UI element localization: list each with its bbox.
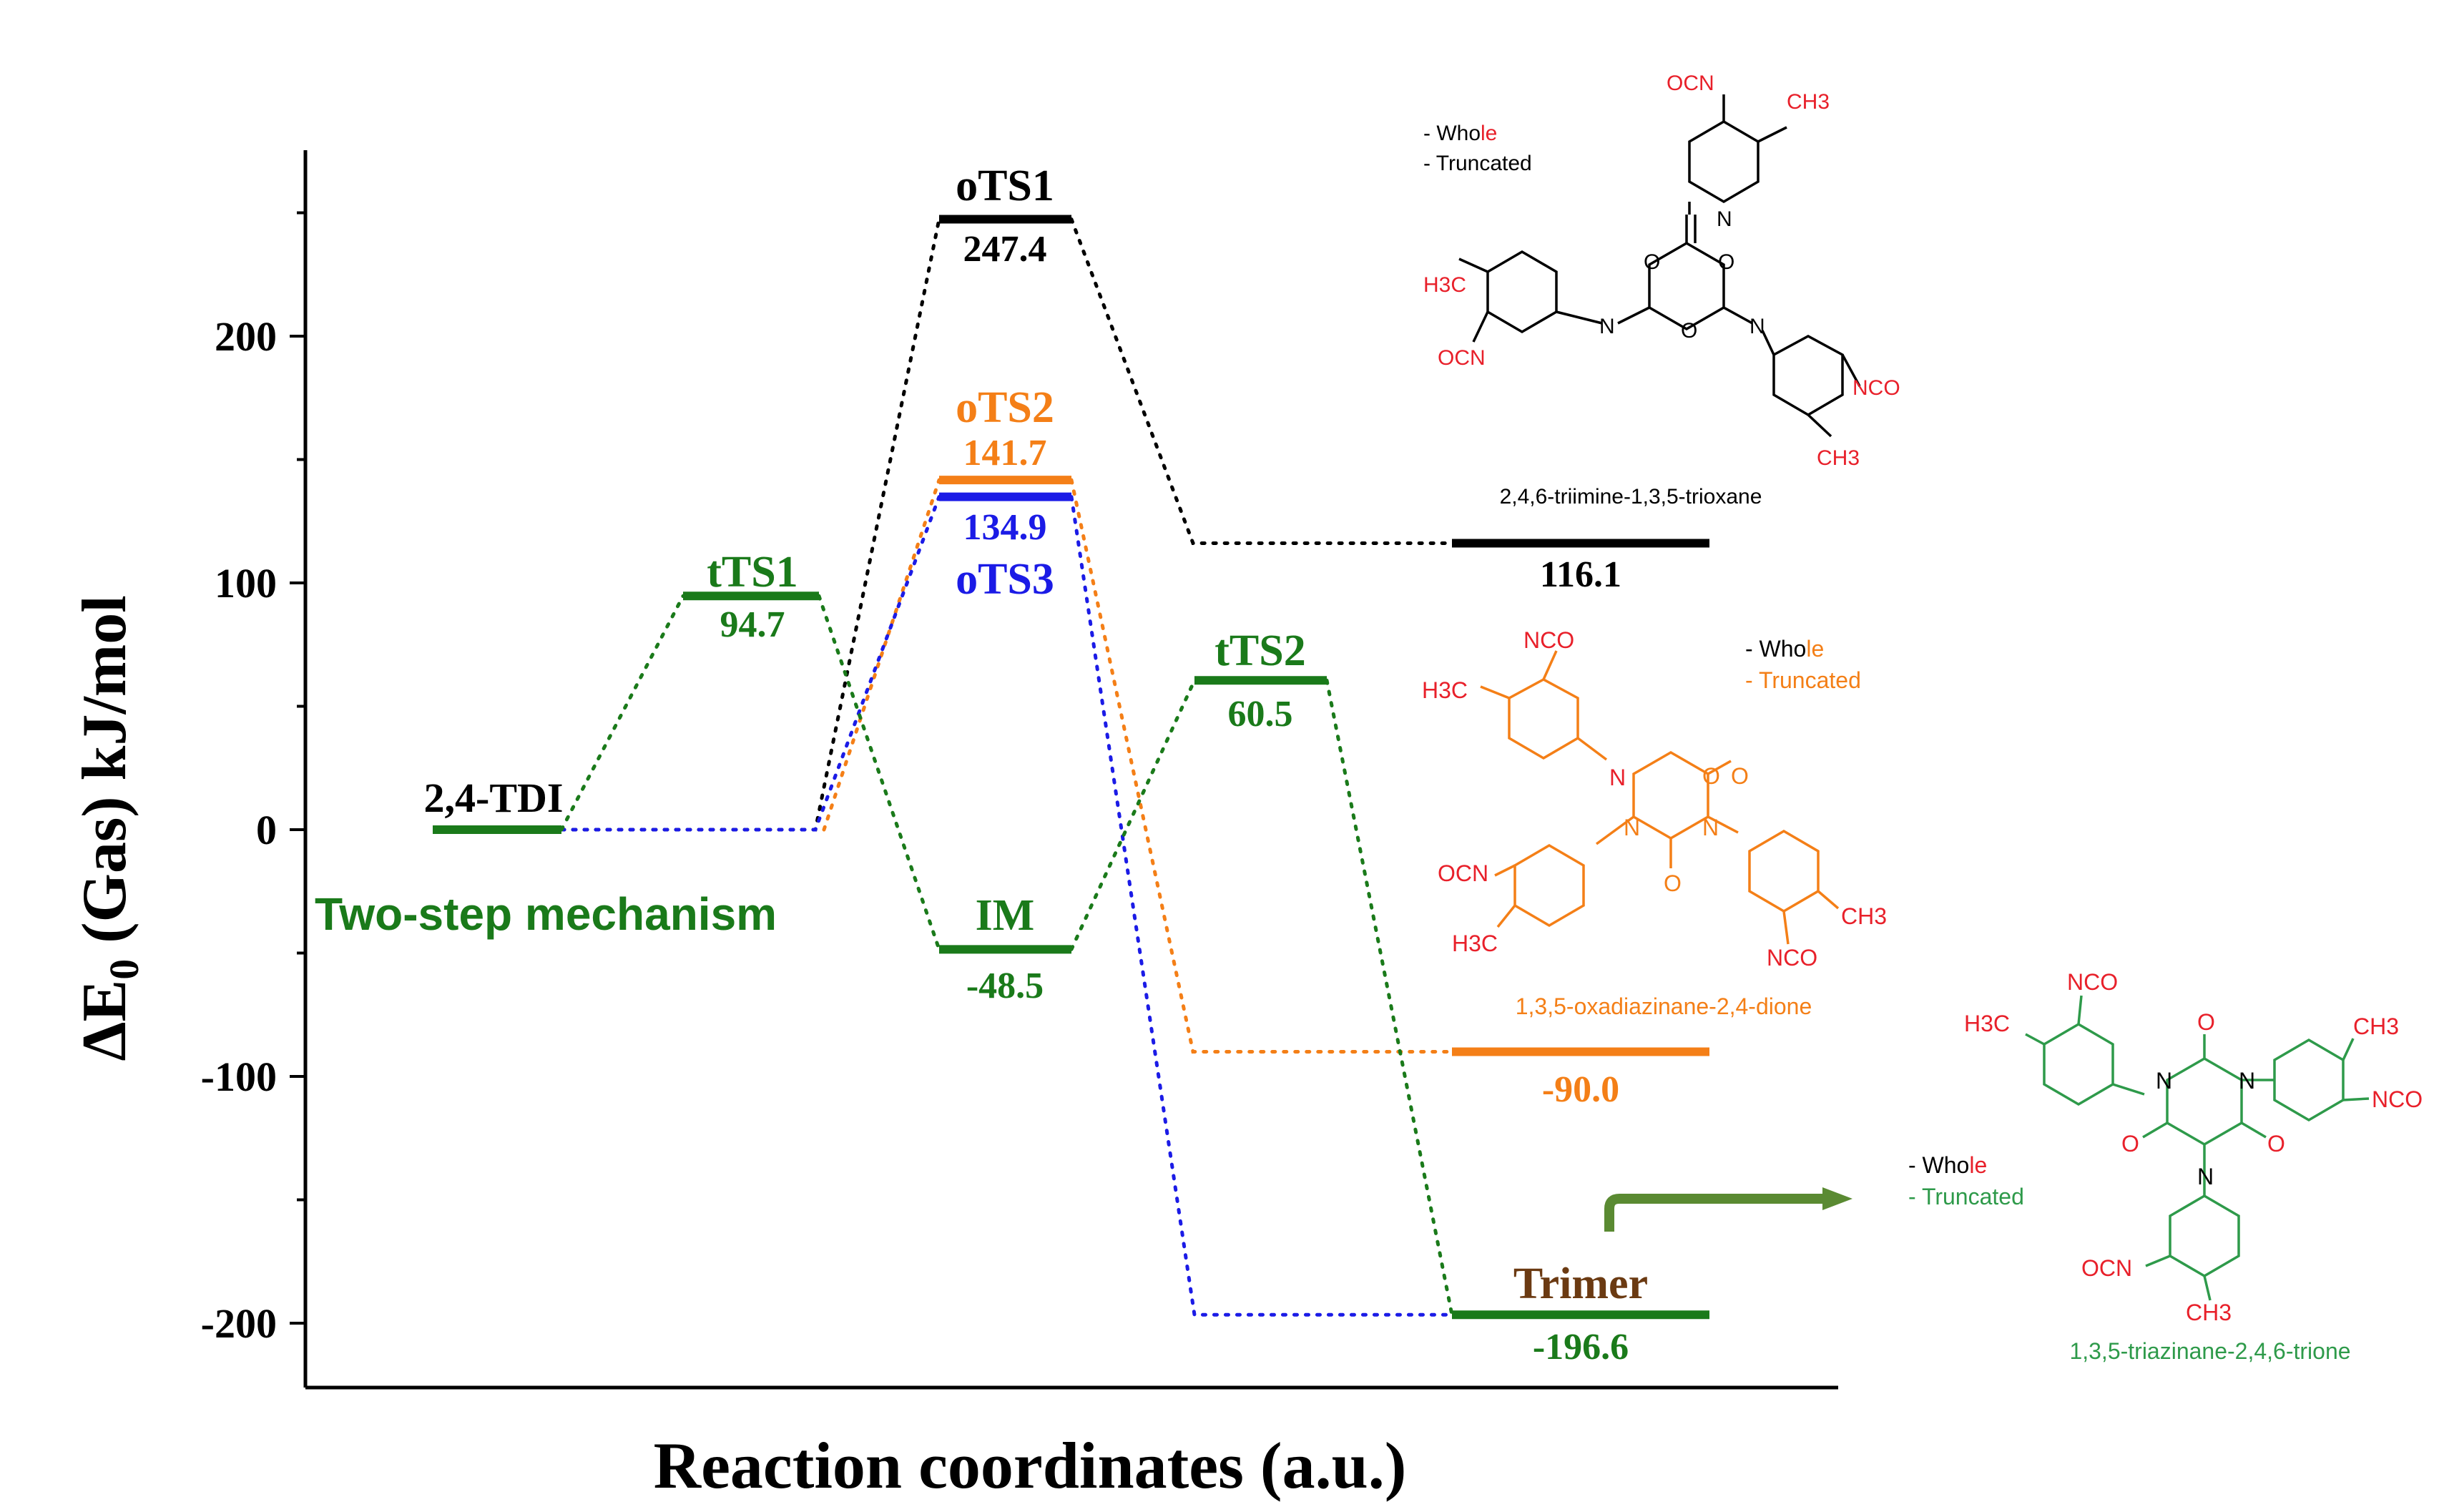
level-value-ots1: 247.4	[963, 229, 1047, 270]
oxadiazinane-name: 1,3,5-oxadiazinane-2,4-dione	[1516, 993, 1812, 1019]
trimer-pointer-arrow	[1604, 1187, 1852, 1232]
svg-text:N: N	[1609, 765, 1626, 790]
connector-orange-1	[822, 478, 941, 832]
connector-black-2	[1069, 217, 1454, 545]
y-axis-label-delta: ΔE	[70, 980, 139, 1061]
level-name-tdi: 2,4-TDI	[424, 775, 564, 821]
svg-text:N: N	[2239, 1068, 2255, 1094]
triazinane-structure: - Whole - Truncated O N	[1908, 969, 2423, 1364]
connector-lines	[559, 217, 1454, 1317]
oxadiazinane-legend-truncated: - Truncated	[1745, 667, 1861, 693]
y-tick-label: 0	[256, 807, 277, 853]
level-value-tts2: 60.5	[1228, 694, 1293, 735]
level-value-ots2: 141.7	[963, 433, 1047, 473]
connector-black-1	[559, 217, 941, 832]
level-value-im: -48.5	[966, 966, 1044, 1006]
trioxane-bonds	[1458, 94, 1861, 438]
svg-text:OCN: OCN	[1667, 72, 1714, 95]
svg-text:O: O	[1664, 870, 1682, 896]
connector-blue-2	[1069, 495, 1454, 1317]
mechanism-label: Two-step mechanism	[315, 888, 777, 940]
connector-green-1	[559, 594, 685, 832]
y-tick-label: 200	[215, 313, 277, 360]
svg-text:CH3: CH3	[2353, 1013, 2399, 1039]
svg-text:N: N	[2197, 1164, 2214, 1189]
connector-green-4	[1325, 678, 1454, 1317]
trioxane-legend-whole: - Whole	[1423, 122, 1497, 145]
triazinane-bonds	[2025, 995, 2370, 1301]
y-tick-label: -200	[201, 1300, 277, 1347]
trioxane-atoms: N O O O N N OCN CH3 H3C OCN NCO CH3	[1423, 72, 1900, 470]
trioxane-structure: - Whole - Truncated N	[1423, 72, 1900, 509]
svg-text:O: O	[2197, 1009, 2215, 1035]
svg-text:N: N	[2156, 1068, 2172, 1094]
svg-text:O: O	[1702, 763, 1720, 789]
oxadiazinane-legend-whole: - Whole	[1745, 636, 1824, 662]
svg-text:H3C: H3C	[1422, 677, 1468, 703]
triazinane-legend-whole: - Whole	[1908, 1152, 1987, 1178]
svg-text:NCO: NCO	[2067, 969, 2118, 995]
level-value-ots3: 134.9	[963, 507, 1047, 548]
y-axis-label: ΔE0 (Gas) kJ/mol	[70, 595, 147, 1061]
level-name-ots2: oTS2	[956, 383, 1054, 432]
svg-text:CH3: CH3	[1841, 903, 1887, 929]
svg-text:N: N	[1624, 815, 1640, 840]
y-tick-label: -100	[201, 1054, 277, 1100]
svg-text:O: O	[1731, 763, 1749, 789]
connector-green-3	[1069, 678, 1197, 951]
y-tick-label: 100	[215, 560, 277, 607]
oxadiazinane-bonds	[1480, 650, 1840, 945]
svg-text:NCO: NCO	[1767, 945, 1817, 971]
svg-text:OCN: OCN	[1438, 346, 1486, 370]
trioxane-name: 2,4,6-triimine-1,3,5-trioxane	[1500, 485, 1762, 509]
triazinane-name: 1,3,5-triazinane-2,4,6-trione	[2069, 1338, 2350, 1364]
svg-text:O: O	[2267, 1131, 2285, 1157]
trioxane-legend-truncated: - Truncated	[1423, 152, 1532, 175]
svg-text:O: O	[2121, 1131, 2139, 1157]
connector-green-2	[817, 594, 941, 951]
axes: -200 -100 0 100 200	[201, 150, 1838, 1390]
svg-text:H3C: H3C	[1452, 931, 1498, 956]
x-axis-label: Reaction coordinates (a.u.)	[654, 1429, 1407, 1502]
oxadiazinane-atoms: N O O N N O NCO H3C OCN H3C CH3 NCO	[1422, 627, 1887, 971]
svg-text:O: O	[1681, 319, 1697, 343]
level-name-tts1: tTS1	[707, 548, 798, 597]
svg-text:N: N	[1749, 315, 1765, 338]
svg-text:OCN: OCN	[2081, 1255, 2132, 1281]
connector-orange-2	[1069, 478, 1454, 1054]
svg-text:N: N	[1717, 207, 1732, 231]
svg-text:N: N	[1599, 315, 1615, 338]
energy-levels	[433, 215, 1709, 1320]
connector-blue-1	[559, 495, 941, 832]
level-value-p_trimer: -196.6	[1533, 1327, 1629, 1368]
level-value-p_trioxane: 116.1	[1540, 554, 1621, 595]
svg-text:O: O	[1718, 250, 1734, 274]
svg-text:CH3: CH3	[2186, 1300, 2232, 1325]
svg-text:H3C: H3C	[1423, 273, 1466, 297]
svg-text:CH3: CH3	[1787, 90, 1830, 114]
triazinane-legend-truncated: - Truncated	[1908, 1184, 2024, 1209]
svg-text:NCO: NCO	[1523, 627, 1574, 653]
level-name-ots3: oTS3	[956, 555, 1054, 604]
y-axis-label-sub: 0	[101, 959, 147, 980]
level-value-tts1: 94.7	[720, 604, 785, 645]
level-name-ots1: oTS1	[956, 162, 1054, 210]
level-name-p_trimer: Trimer	[1513, 1260, 1648, 1308]
svg-text:N: N	[1702, 815, 1719, 840]
triazinane-atoms: O N N O O N NCO H3C CH3 NCO OCN CH3	[1964, 969, 2423, 1325]
svg-text:OCN: OCN	[1438, 860, 1488, 886]
svg-text:O: O	[1644, 250, 1660, 274]
y-axis-label-rest: (Gas) kJ/mol	[70, 595, 139, 958]
level-value-p_oxadiazinane: -90.0	[1542, 1069, 1619, 1110]
level-name-im: IM	[976, 891, 1035, 940]
level-name-tts2: tTS2	[1214, 627, 1305, 675]
svg-text:NCO: NCO	[2372, 1086, 2423, 1112]
svg-text:CH3: CH3	[1817, 446, 1860, 470]
oxadiazinane-structure: - Whole - Truncated N O O N	[1422, 627, 1887, 1019]
svg-text:H3C: H3C	[1964, 1011, 2010, 1036]
svg-text:NCO: NCO	[1852, 376, 1900, 400]
